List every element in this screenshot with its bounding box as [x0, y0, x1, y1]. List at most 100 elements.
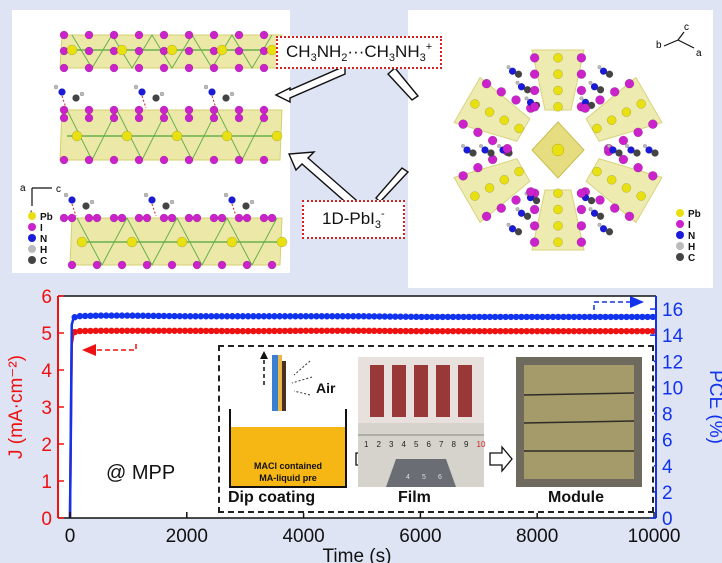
- pce-series-point: [581, 313, 588, 321]
- pce-series-point: [192, 313, 199, 320]
- iodine-atom: [109, 155, 119, 165]
- j-series-point: [465, 327, 473, 335]
- carbon-atom: [587, 196, 596, 205]
- j-series-point: [339, 327, 346, 334]
- j-series-point: [302, 327, 310, 334]
- legend-swatch: [676, 242, 684, 250]
- j-series-point: [528, 327, 536, 335]
- iodine-atom: [576, 85, 587, 96]
- j-series-point: [329, 327, 336, 334]
- ruler-bottom-number: 6: [438, 474, 442, 481]
- iodine-atom: [109, 30, 119, 40]
- carbon-atom: [514, 228, 523, 236]
- nitrogen-atom: [138, 88, 146, 96]
- nitrogen-atom: [508, 225, 517, 233]
- atoms-right: [458, 53, 659, 247]
- pce-series-point: [239, 313, 247, 320]
- iodine-atom: [576, 69, 587, 79]
- hydrogen-atom: [133, 84, 139, 90]
- hydrogen-atom: [524, 96, 529, 101]
- j-series-point: [397, 327, 404, 335]
- hydrogen-atom: [159, 91, 165, 97]
- j-series-point: [124, 327, 131, 334]
- nitrogen-atom: [228, 196, 236, 204]
- nitrogen-atom: [627, 146, 635, 154]
- pce-series-point: [202, 313, 210, 320]
- hydrogen-atom: [229, 91, 235, 97]
- lead-atom: [166, 44, 178, 56]
- iodine-atom: [267, 260, 277, 270]
- hydrogen-atom: [597, 222, 602, 227]
- j-series-point: [197, 327, 205, 335]
- pce-series-point: [329, 313, 336, 320]
- pce-series-point: [276, 313, 283, 320]
- iodine-atom: [209, 30, 219, 40]
- nitrogen-atom: [58, 88, 66, 96]
- pce-series-point: [455, 313, 462, 321]
- legend-label: I: [688, 220, 691, 231]
- hydrogen-atom: [223, 192, 229, 198]
- pce-series-point: [181, 313, 189, 320]
- pce-series-point: [76, 312, 84, 320]
- lead-atom: [276, 236, 288, 248]
- ruler-number: 4: [402, 440, 407, 449]
- pce-series-point: [218, 313, 226, 320]
- iodine-atom: [217, 260, 227, 270]
- iodine-atom: [473, 127, 483, 138]
- carbon-atom: [596, 212, 605, 220]
- pce-series-point: [129, 312, 136, 319]
- j-series-point: [87, 327, 94, 335]
- arrow-film-to-module: [489, 445, 513, 473]
- j-series-point: [276, 327, 283, 335]
- iodine-atom: [159, 105, 169, 115]
- film-stripe: [458, 365, 472, 417]
- lead-atom: [484, 183, 495, 193]
- pce-series-point: [444, 313, 452, 321]
- iodine-atom: [234, 155, 244, 165]
- iodine-atom: [525, 187, 536, 197]
- right-tick-label: 12: [662, 352, 683, 373]
- j-series-point: [271, 327, 278, 335]
- hydrogen-atom: [588, 80, 593, 85]
- x-tick-label: 4000: [282, 526, 324, 547]
- j-series-point: [134, 327, 141, 334]
- j-series-point: [150, 327, 157, 334]
- carbon-atom: [605, 70, 614, 78]
- iodine-atom: [529, 204, 540, 215]
- iodine-atom: [84, 63, 94, 73]
- j-series-point: [534, 327, 541, 335]
- j-series-point: [118, 327, 126, 334]
- lead-atom: [553, 237, 563, 247]
- j-series-point: [555, 327, 562, 335]
- pce-series-point: [344, 313, 352, 320]
- carbon-atom: [222, 94, 230, 102]
- axis-a-label: a: [20, 183, 26, 194]
- x-tick-label: 0: [65, 526, 76, 547]
- pce-series-point: [171, 312, 178, 320]
- lead-atom: [636, 99, 646, 109]
- hydrogen-atom: [169, 199, 175, 205]
- pce-series-point: [570, 313, 578, 321]
- hydrogen-atom: [460, 143, 466, 149]
- j-series-point: [644, 327, 651, 335]
- iodine-atom: [496, 203, 507, 213]
- ruler-number: 8: [452, 440, 457, 449]
- iodine-atom: [633, 162, 643, 173]
- j-series-point: [108, 327, 115, 334]
- x-tick-label: 2000: [166, 526, 208, 547]
- iodine-atom: [159, 63, 169, 73]
- right-tick-label: 0: [662, 509, 673, 530]
- pce-series-point: [544, 313, 551, 321]
- j-series-point: [166, 327, 173, 334]
- legend-swatch: [28, 212, 36, 220]
- mpp-label: @ MPP: [106, 462, 176, 484]
- pce-series-point: [407, 313, 415, 320]
- pce-series-point: [371, 313, 378, 320]
- air-label: Air: [316, 380, 336, 396]
- j-series-point: [434, 327, 441, 335]
- pce-series-point: [255, 313, 262, 320]
- film-label: Film: [398, 489, 431, 506]
- j-series-point: [234, 327, 241, 335]
